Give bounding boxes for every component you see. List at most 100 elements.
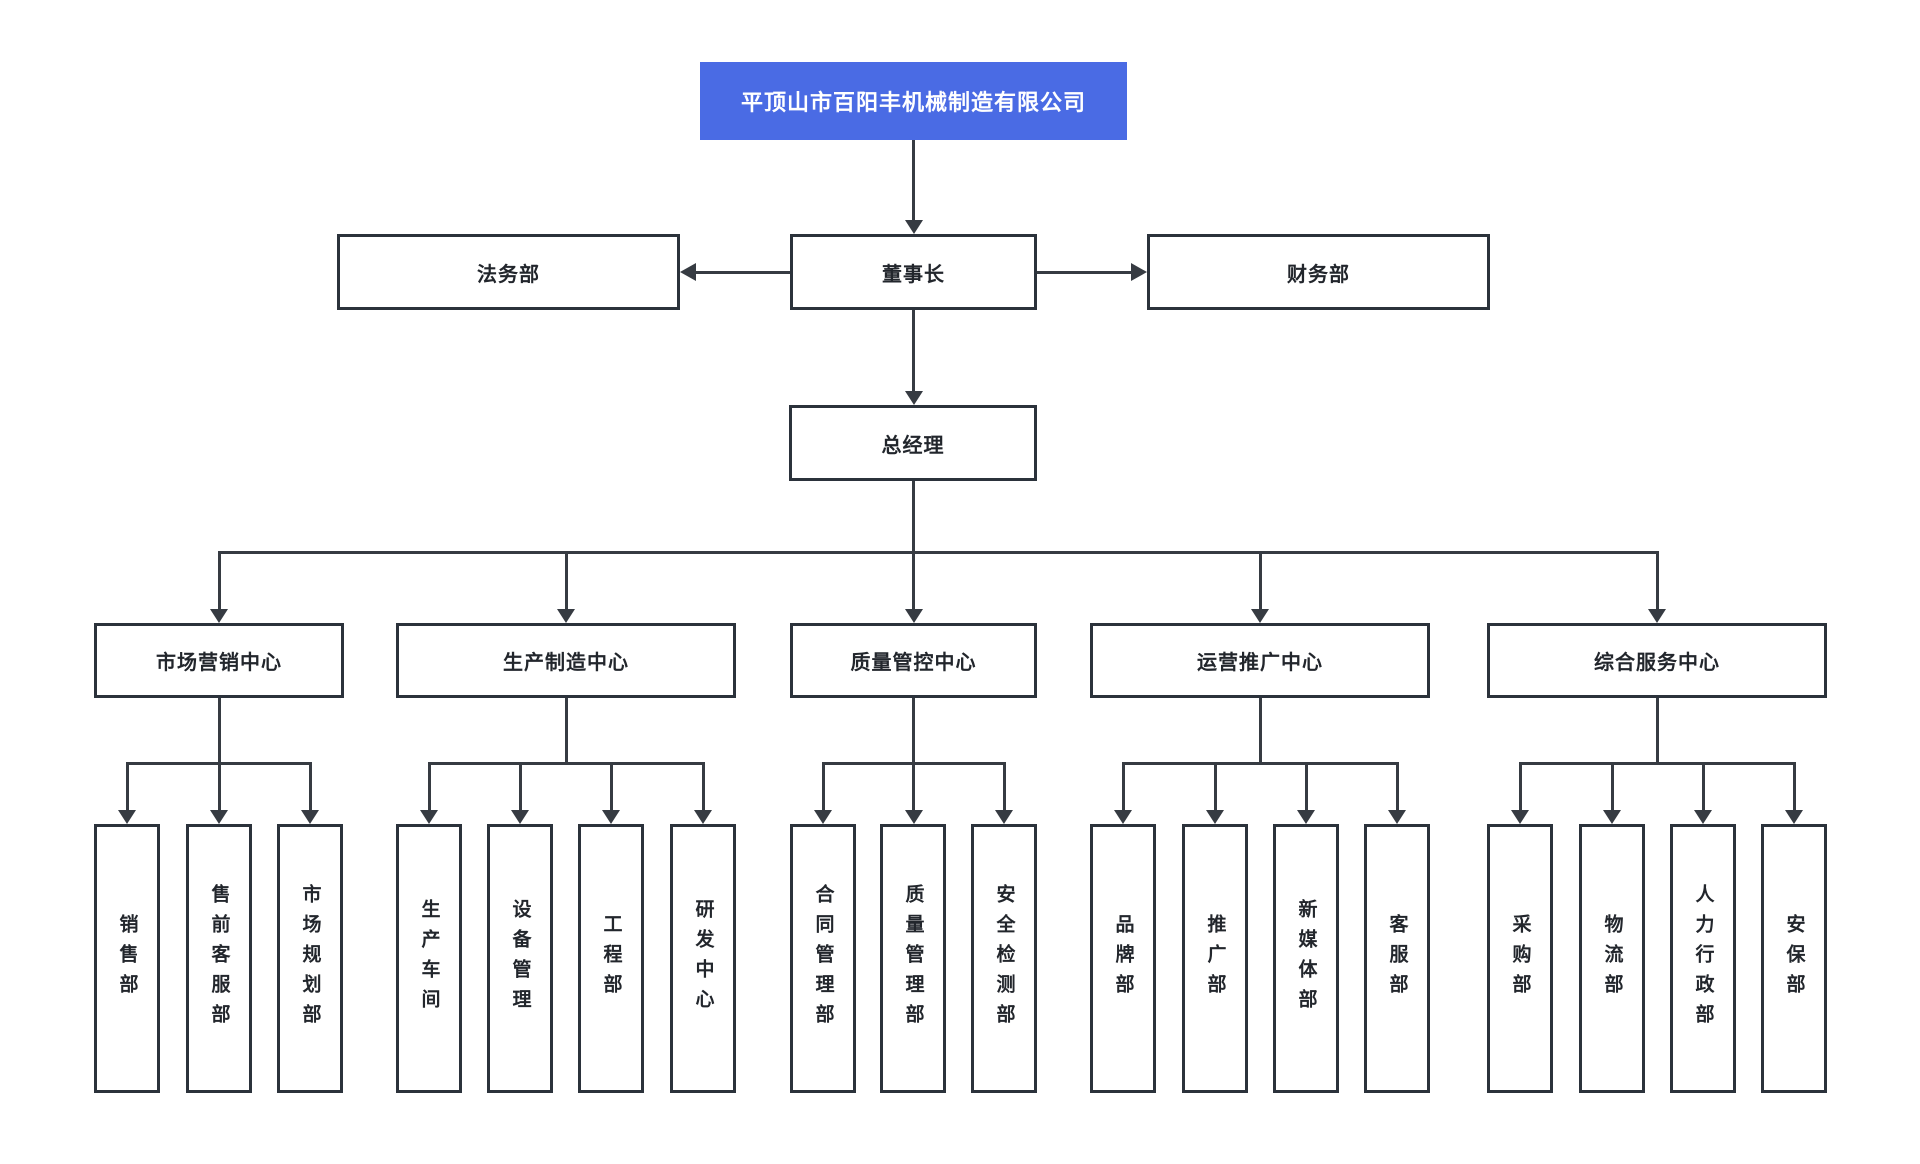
connector-line: [1655, 698, 1659, 764]
arrow-down-icon: [1206, 810, 1224, 824]
services-center-label: 综合服务中心: [1594, 652, 1720, 674]
connector-line: [912, 763, 915, 811]
brand-dept-label: 品牌部: [1112, 913, 1134, 1004]
connector-line: [1395, 763, 1399, 811]
connector-line: [217, 552, 221, 610]
node-operations-center: 运营推广中心: [1090, 623, 1430, 698]
node-engineering-dept: 工程部: [578, 824, 644, 1093]
node-procurement-dept: 采购部: [1487, 824, 1553, 1093]
legal-dept-label: 法务部: [477, 263, 540, 286]
connector-line: [912, 481, 915, 554]
arrow-down-icon: [1603, 810, 1621, 824]
arrow-down-icon: [814, 810, 832, 824]
quality-management-dept-label: 质量管理部: [902, 883, 924, 1034]
node-rnd-center: 研发中心: [670, 824, 736, 1093]
arrow-down-icon: [1785, 810, 1803, 824]
market-planning-dept-label: 市场规划部: [299, 883, 321, 1034]
connector-line: [1304, 763, 1308, 811]
connector-line: [1213, 763, 1217, 811]
engineering-dept-label: 工程部: [600, 913, 622, 1004]
arrow-down-icon: [420, 810, 438, 824]
connector-line: [912, 698, 915, 764]
connector-line: [912, 140, 915, 221]
node-marketing-center: 市场营销中心: [94, 623, 344, 698]
connector-line: [564, 552, 568, 610]
safety-inspection-dept-label: 安全检测部: [993, 883, 1015, 1034]
arrow-down-icon: [1648, 609, 1666, 623]
connector-line: [696, 270, 790, 274]
security-dept-label: 安保部: [1783, 913, 1805, 1004]
connector-line: [1037, 270, 1131, 274]
arrow-down-icon: [694, 810, 712, 824]
connector-line: [1518, 763, 1522, 811]
connector-line: [125, 761, 312, 765]
node-promotion-dept: 推广部: [1182, 824, 1248, 1093]
node-logistics-dept: 物流部: [1579, 824, 1645, 1093]
arrow-down-icon: [118, 810, 136, 824]
contract-management-dept-label: 合同管理部: [812, 883, 834, 1034]
connector-line: [1258, 552, 1262, 610]
node-security-dept: 安保部: [1761, 824, 1827, 1093]
quality-center-label: 质量管控中心: [850, 652, 977, 674]
connector-line: [912, 552, 915, 610]
node-company-root: 平顶山市百阳丰机械制造有限公司: [700, 62, 1127, 140]
node-presales-service-dept: 售前客服部: [186, 824, 252, 1093]
arrow-down-icon: [210, 810, 228, 824]
arrow-down-icon: [557, 609, 575, 623]
node-safety-inspection-dept: 安全检测部: [971, 824, 1037, 1093]
connector-line: [821, 761, 1006, 765]
company-name-label: 平顶山市百阳丰机械制造有限公司: [740, 90, 1086, 115]
promotion-dept-label: 推广部: [1204, 913, 1226, 1004]
connector-line: [217, 550, 1659, 554]
arrow-down-icon: [210, 609, 228, 623]
node-production-center: 生产制造中心: [396, 623, 736, 698]
arrow-right-icon: [1131, 263, 1147, 281]
logistics-dept-label: 物流部: [1601, 913, 1623, 1004]
node-services-center: 综合服务中心: [1487, 623, 1827, 698]
connector-line: [821, 763, 825, 811]
node-customer-service-dept: 客服部: [1364, 824, 1430, 1093]
node-hr-admin-dept: 人力行政部: [1670, 824, 1736, 1093]
procurement-dept-label: 采购部: [1509, 913, 1531, 1004]
operations-center-label: 运营推广中心: [1197, 652, 1323, 674]
customer-service-dept-label: 客服部: [1386, 913, 1408, 1004]
node-finance-dept: 财务部: [1147, 234, 1490, 310]
node-brand-dept: 品牌部: [1090, 824, 1156, 1093]
node-legal-dept: 法务部: [337, 234, 680, 310]
finance-dept-label: 财务部: [1287, 263, 1350, 286]
connector-line: [308, 763, 312, 811]
arrow-down-icon: [301, 810, 319, 824]
chairman-label: 董事长: [882, 263, 945, 286]
arrow-down-icon: [602, 810, 620, 824]
connector-line: [1792, 763, 1796, 811]
arrow-down-icon: [1114, 810, 1132, 824]
connector-line: [701, 763, 705, 811]
connector-line: [1121, 761, 1399, 765]
node-new-media-dept: 新媒体部: [1273, 824, 1339, 1093]
connector-line: [1518, 761, 1796, 765]
node-equipment-management: 设备管理: [487, 824, 553, 1093]
arrow-left-icon: [680, 263, 696, 281]
presales-service-dept-label: 售前客服部: [208, 883, 230, 1034]
arrow-down-icon: [1388, 810, 1406, 824]
arrow-down-icon: [904, 609, 923, 623]
node-sales-dept: 销售部: [94, 824, 160, 1093]
connector-line: [518, 763, 522, 811]
connector-line: [1002, 763, 1006, 811]
production-center-label: 生产制造中心: [503, 652, 629, 674]
connector-line: [125, 763, 129, 811]
connector-line: [1610, 763, 1614, 811]
arrow-down-icon: [1251, 609, 1269, 623]
hr-admin-dept-label: 人力行政部: [1692, 883, 1714, 1034]
connector-line: [427, 763, 431, 811]
equipment-management-label: 设备管理: [509, 898, 531, 1019]
node-quality-center: 质量管控中心: [790, 623, 1037, 698]
node-chairman: 董事长: [790, 234, 1037, 310]
connector-line: [1655, 552, 1659, 610]
connector-line: [609, 763, 613, 811]
arrow-down-icon: [1297, 810, 1315, 824]
connector-line: [1701, 763, 1705, 811]
connector-line: [427, 761, 705, 765]
marketing-center-label: 市场营销中心: [156, 652, 282, 674]
